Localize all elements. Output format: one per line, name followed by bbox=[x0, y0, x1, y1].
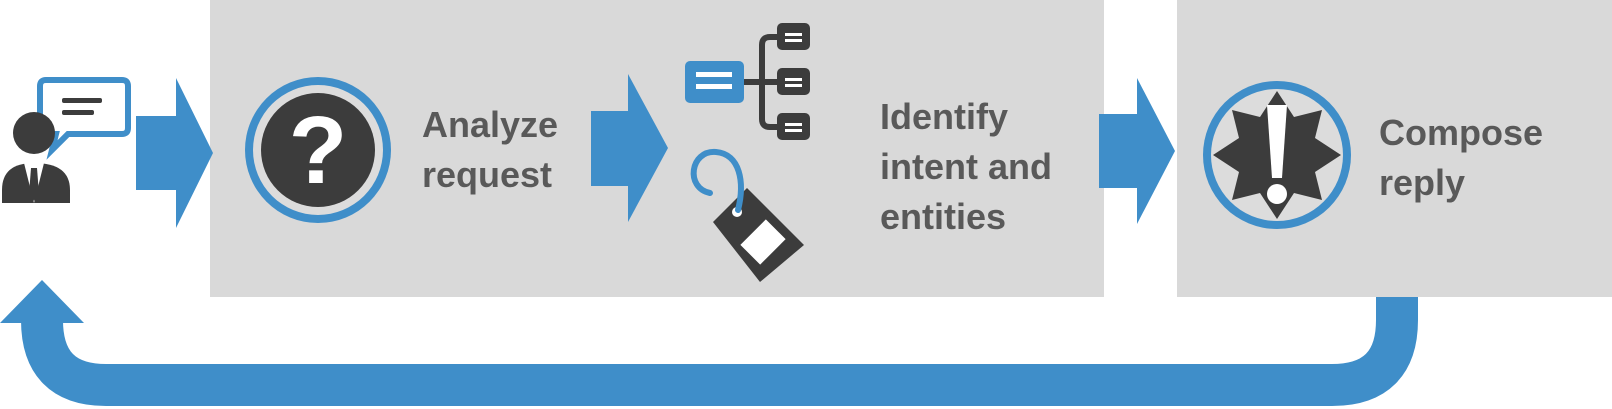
feedback-arrowhead bbox=[0, 280, 84, 323]
step-label-identify-intent: Identify intent and entities bbox=[880, 92, 1052, 242]
flow-arrow-2 bbox=[591, 74, 668, 222]
user-speech-bubble-icon bbox=[2, 77, 131, 203]
step-label-line: Analyze bbox=[422, 104, 559, 145]
step-label-line: reply bbox=[1379, 162, 1466, 203]
step-label-analyze-request: Analyze request bbox=[422, 100, 558, 200]
hierarchy-tree-icon bbox=[685, 23, 810, 140]
step-label-line: entities bbox=[880, 196, 1007, 237]
exclamation-badge-icon bbox=[1203, 81, 1351, 229]
step-label-line: request bbox=[422, 154, 553, 195]
flow-arrow-1 bbox=[136, 78, 213, 228]
step-label-line: Identify bbox=[880, 96, 1009, 137]
feedback-loop-arrow bbox=[21, 297, 1418, 406]
svg-text:?: ? bbox=[289, 97, 348, 204]
question-mark-icon: ? bbox=[245, 77, 391, 223]
step-label-line: Compose bbox=[1379, 112, 1544, 153]
flow-arrow-3 bbox=[1099, 78, 1175, 224]
step-label-compose-reply: Compose reply bbox=[1379, 108, 1543, 208]
tag-icon bbox=[690, 149, 804, 282]
step-label-line: intent and bbox=[880, 146, 1052, 187]
